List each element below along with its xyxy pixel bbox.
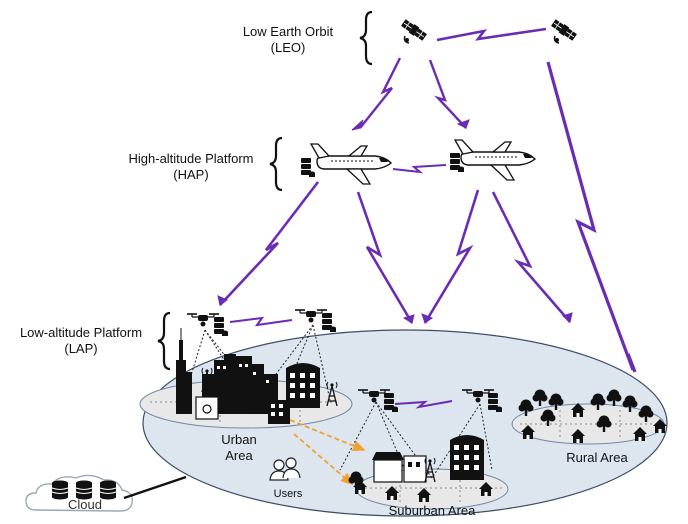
leo-tier-label: Low Earth Orbit (LEO) (220, 24, 356, 56)
tier-brackets (157, 10, 373, 371)
users-label: Users (266, 486, 310, 502)
urban-small-buildings-icon (195, 396, 290, 424)
hap-tier-abbrev: (HAP) (173, 167, 209, 182)
wireless-links (217, 27, 637, 409)
leo-tier-abbrev: (LEO) (270, 40, 306, 55)
hap-tier-name: High-altitude Platform (128, 151, 254, 166)
leo-satellite-2-icon (549, 17, 579, 44)
lap-tier-name: Low-altitude Platform (19, 325, 143, 340)
users-text: Users (273, 488, 303, 500)
leo-tier-name: Low Earth Orbit (242, 24, 334, 39)
lap-tier-abbrev: (LAP) (64, 341, 98, 356)
lap-drone-2-server-icon (322, 313, 336, 332)
rural-area-label: Rural Area (552, 450, 642, 466)
rural-area-text: Rural Area (566, 450, 628, 465)
lap-drone-1-server-icon (214, 317, 228, 336)
urban-area-line2: Area (225, 448, 253, 463)
suburban-area-label: Suburban Area (366, 503, 498, 519)
users-icon (269, 457, 301, 481)
hap-airplane-2-icon (454, 139, 536, 181)
urban-area-label: Urban Area (212, 432, 266, 464)
leo-satellite-1-icon (399, 17, 429, 44)
hap-tier-label: High-altitude Platform (HAP) (116, 151, 266, 183)
cloud-text: Cloud (68, 497, 102, 512)
suburban-shops-icon (372, 452, 427, 483)
urban-apartment-icon (286, 363, 320, 408)
user-link-arrows (289, 419, 366, 486)
suburban-apartment-icon (450, 435, 484, 480)
database-icons (51, 480, 117, 500)
hap-server-1-icon (301, 158, 315, 177)
lap-tier-label: Low-altitude Platform (LAP) (8, 325, 154, 357)
urban-area-line1: Urban (221, 432, 257, 447)
cloud-label: Cloud (54, 497, 116, 513)
hap-airplane-1-icon (310, 143, 392, 185)
suburban-area-text: Suburban Area (388, 503, 476, 518)
cloud-backhaul-link (123, 475, 187, 500)
